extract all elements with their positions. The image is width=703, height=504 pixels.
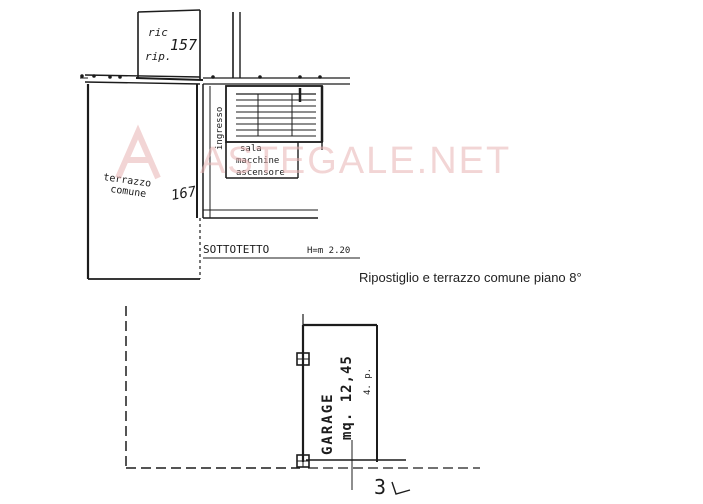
page-caption: Ripostiglio e terrazzo comune piano 8° (359, 270, 582, 285)
upper-plan-labels: ric rip. 157 terrazzo comune 167 ingress… (103, 26, 351, 256)
machine-room-line3: ascensore (236, 168, 285, 178)
terrace-label-line2: comune (110, 184, 147, 200)
pillar-bottom (296, 454, 310, 468)
garage-room (301, 314, 378, 490)
roof-wall-line (203, 75, 350, 85)
storage-room (135, 9, 204, 81)
garage-label: GARAGE (320, 392, 336, 455)
storage-label-line1: ric (148, 26, 168, 39)
pillar-top (296, 352, 310, 366)
garage-plan (125, 306, 480, 490)
storage-label-line2: rip. (145, 50, 172, 63)
stairwell (225, 85, 324, 150)
garage-labels: GARAGE mq. 12,45 4. p. 3 (320, 355, 386, 499)
terrace-number: 167 (170, 184, 198, 204)
elevator-shaft (232, 12, 241, 78)
attic-label: SOTTOTETTO (203, 243, 269, 256)
common-terrace (80, 74, 204, 280)
machine-room-line2: macchine (236, 156, 279, 166)
machine-room-line1: sala (240, 144, 262, 154)
attic-walls (203, 209, 318, 219)
sheet-number: 3 (374, 475, 386, 499)
watermark-text: ASTEGALE.NET (200, 140, 512, 182)
storage-number: 157 (170, 36, 197, 54)
machine-room (209, 86, 299, 218)
attic-height: H=m 2.20 (307, 246, 350, 256)
garage-area: mq. 12,45 (339, 355, 355, 440)
watermark-logo (115, 124, 161, 180)
sheet-number-mark (391, 481, 411, 495)
garage-side-note: 4. p. (363, 368, 373, 395)
upper-floor-plan (80, 9, 350, 280)
entrance-label: ingresso (215, 107, 225, 150)
